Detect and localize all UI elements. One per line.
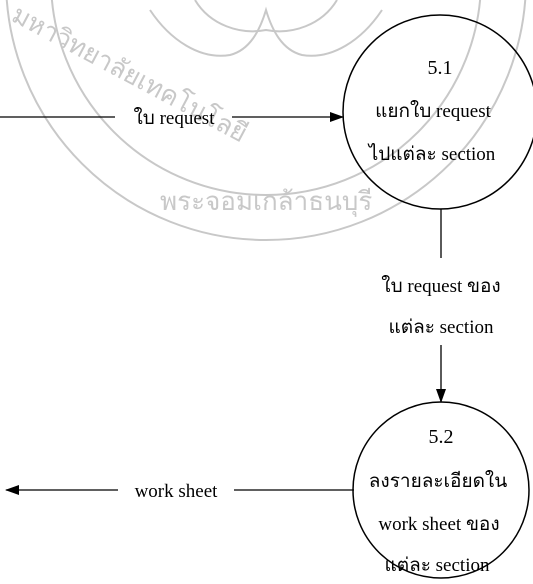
seal-text-left: มหาวิทยาลัยเทคโนโลยี: [7, 0, 253, 149]
process-5-1-line2: ไปแต่ละ section: [367, 143, 496, 165]
flow-out-work-sheet: work sheet: [6, 481, 354, 502]
process-5-2-line2: work sheet ของ: [378, 514, 499, 535]
seal-ornament-inner: [195, 0, 337, 31]
process-5-1-line1: แยกใบ request: [375, 100, 492, 122]
flow-request-per-section: ใบ request ของ แต่ละ section: [381, 209, 500, 402]
process-5-2-number: 5.2: [429, 426, 454, 448]
process-5-1: 5.1 แยกใบ request ไปแต่ละ section: [343, 15, 533, 209]
flow-out-work-sheet-label: work sheet: [135, 481, 219, 502]
seal-text-bottom: พระจอมเกล้าธนบุรี: [160, 187, 372, 217]
flow-in-request-label: ใบ request: [134, 107, 216, 129]
process-5-2: 5.2 ลงรายละเอียดใน work sheet ของ แต่ละ …: [353, 402, 529, 578]
flow-mid-label-line2: แต่ละ section: [388, 317, 494, 338]
flow-mid-label-line1: ใบ request ของ: [381, 275, 500, 297]
process-5-1-number: 5.1: [428, 57, 453, 79]
seal-ornament: [150, 10, 382, 56]
process-5-2-line1: ลงรายละเอียดใน: [369, 470, 507, 492]
process-5-2-line3: แต่ละ section: [384, 555, 490, 576]
